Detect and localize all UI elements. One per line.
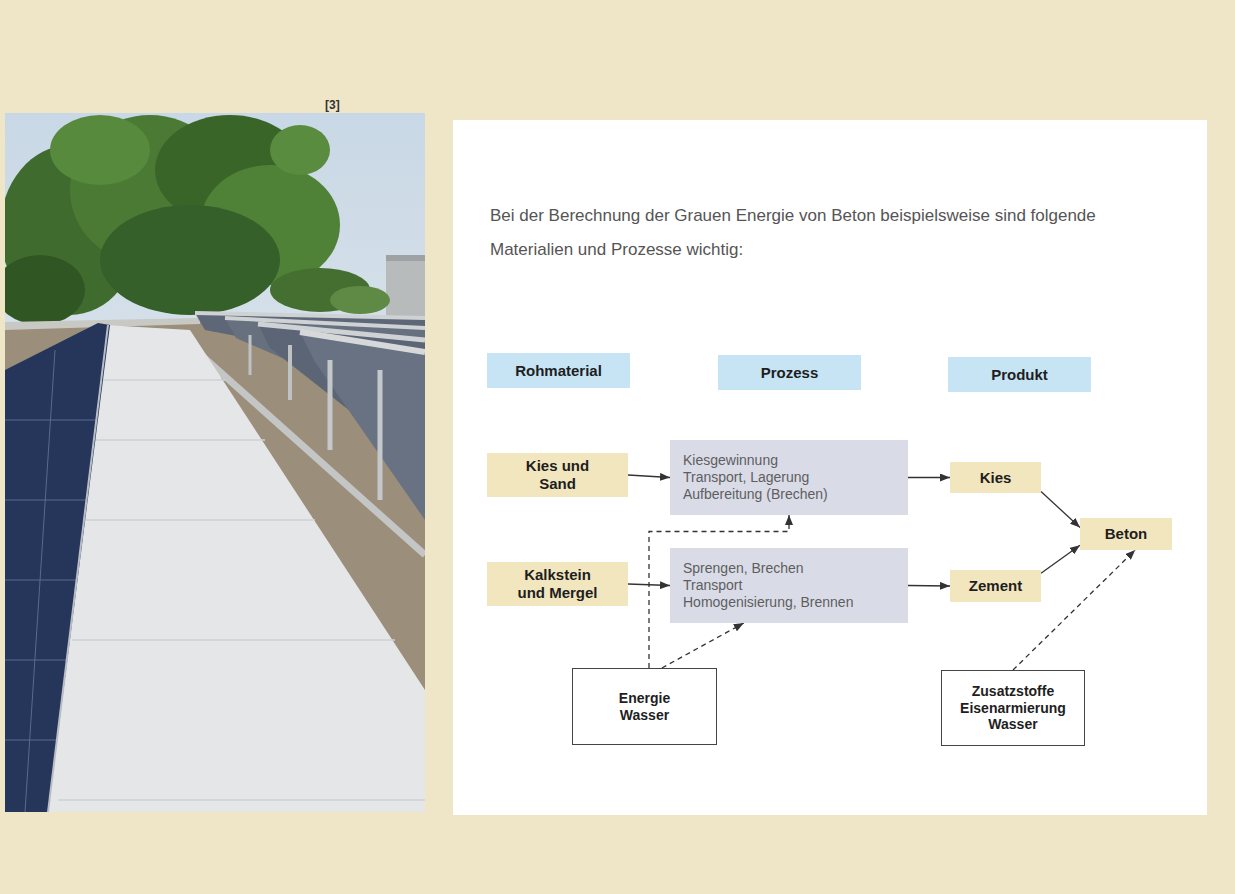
dashed-arrow — [662, 623, 744, 668]
node-text: Kalkstein und Mergel — [513, 566, 603, 602]
node-text: Produkt — [991, 366, 1048, 384]
column-header: Produkt — [948, 357, 1091, 392]
flow-arrow — [1041, 491, 1080, 527]
flow-arrow — [908, 585, 950, 587]
node-text: Beton — [1105, 525, 1148, 543]
node-text: Kiesgewinnung Transport, Lagerung Aufber… — [683, 452, 841, 502]
node-text: Rohmaterial — [515, 362, 602, 380]
material-box: Beton — [1080, 518, 1172, 550]
process-box: Sprengen, Brechen Transport Homogenisier… — [670, 548, 908, 623]
dashed-arrow — [1013, 550, 1135, 670]
node-text: Zusatzstoffe Eisenarmierung Wasser — [954, 683, 1072, 733]
process-box: Kiesgewinnung Transport, Lagerung Aufber… — [670, 440, 908, 515]
material-box: Kies — [950, 462, 1041, 493]
input-box: Energie Wasser — [572, 668, 717, 745]
material-box: Kalkstein und Mergel — [487, 562, 628, 606]
flow-arrow — [628, 475, 670, 478]
node-text: Kies und Sand — [520, 457, 595, 493]
building-edge — [386, 255, 425, 261]
node-text: Sprengen, Brechen Transport Homogenisier… — [683, 560, 856, 610]
node-text: Kies — [980, 469, 1012, 487]
node-text: Energie Wasser — [610, 690, 680, 724]
figure-number: [3] — [325, 98, 340, 112]
material-box: Zement — [950, 570, 1041, 602]
input-box: Zusatzstoffe Eisenarmierung Wasser — [941, 670, 1085, 746]
flow-arrow — [1041, 545, 1080, 573]
material-box: Kies und Sand — [487, 453, 628, 497]
column-header: Prozess — [718, 355, 861, 390]
node-text: Zement — [969, 577, 1022, 595]
column-header: Rohmaterial — [487, 353, 630, 388]
intro-text: Bei der Berechnung der Grauen Energie vo… — [490, 199, 1180, 267]
walkway — [45, 325, 425, 812]
photo-scene — [5, 113, 425, 812]
flow-arrow — [908, 477, 950, 478]
trees — [5, 115, 390, 325]
solar-strip — [5, 323, 110, 812]
node-text: Prozess — [761, 364, 819, 382]
gravel-roof — [5, 322, 425, 812]
